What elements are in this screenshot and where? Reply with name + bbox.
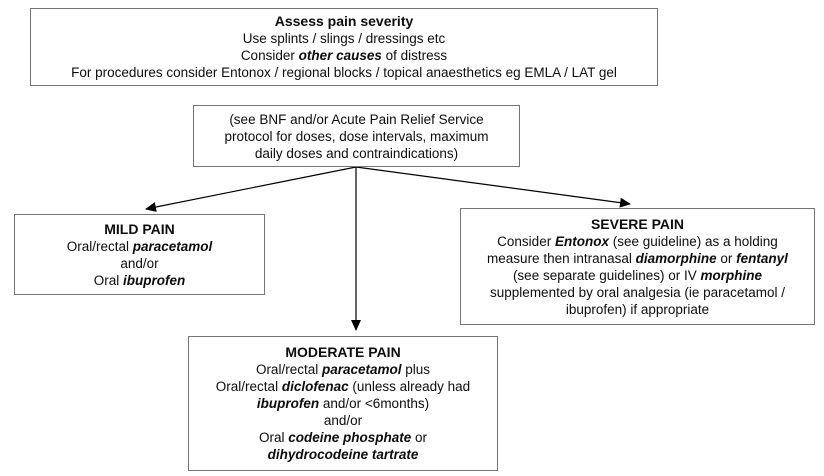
text-segment: of distress: [381, 48, 448, 63]
mild-title: MILD PAIN: [104, 220, 175, 237]
protocol-line-3: daily doses and contraindications): [254, 145, 459, 161]
mild-line-ibuprofen: Oral ibuprofen: [15, 272, 264, 289]
severe-line-1: Consider Entonox (see guideline) as a ho…: [461, 233, 814, 250]
text-segment-emphasis: ibuprofen: [123, 272, 186, 288]
text-segment-emphasis: diclofenac: [281, 379, 349, 394]
text-segment-emphasis: fentanyl: [736, 250, 788, 266]
text-segment: Consider: [497, 233, 555, 249]
assess-line-procedures: For procedures consider Entonox / region…: [71, 65, 617, 80]
text-segment: Consider: [240, 48, 299, 63]
text-segment-emphasis: ibuprofen: [256, 396, 320, 411]
severe-line-3: (see separate guidelines) or IV morphine: [461, 267, 814, 284]
text-segment: plus: [401, 362, 431, 377]
assess-line-splints: Use splints / slings / dressings etc: [242, 31, 446, 46]
moderate-line-6: dihydrocodeine tartrate: [267, 447, 419, 462]
text-segment: Oral/rectal: [255, 362, 322, 377]
mild-pain-box: MILD PAIN Oral/rectal paracetamol and/or…: [14, 214, 265, 295]
text-segment: Oral/rectal: [215, 379, 282, 394]
text-segment-emphasis: diamorphine: [635, 250, 717, 266]
text-segment-emphasis: other causes: [298, 48, 382, 63]
text-segment: or: [716, 250, 737, 266]
moderate-line-5: Oral codeine phosphate or: [189, 429, 497, 446]
text-segment: (unless already had: [348, 379, 471, 394]
severe-pain-box: SEVERE PAIN Consider Entonox (see guidel…: [460, 208, 815, 325]
text-segment-emphasis: codeine phosphate: [288, 430, 412, 445]
protocol-note-box: (see BNF and/or Acute Pain Relief Servic…: [193, 105, 520, 167]
moderate-title: MODERATE PAIN: [285, 344, 401, 360]
severe-line-5: ibuprofen) if appropriate: [565, 301, 710, 317]
severe-line-2: measure then intranasal diamorphine or f…: [461, 250, 814, 267]
protocol-line-1: (see BNF and/or Acute Pain Relief Servic…: [229, 111, 484, 127]
moderate-line-4: and/or: [323, 413, 363, 428]
text-segment: (see separate guidelines) or IV: [512, 267, 701, 283]
severe-title: SEVERE PAIN: [590, 215, 685, 232]
text-segment-emphasis: paracetamol: [132, 238, 213, 254]
assess-pain-box: Assess pain severity Use splints / sling…: [30, 8, 658, 86]
severe-line-4: supplemented by oral analgesia (ie parac…: [490, 284, 785, 300]
moderate-line-3: ibuprofen and/or <6months): [189, 395, 497, 412]
mild-line-andor: and/or: [120, 255, 159, 271]
text-segment-emphasis: morphine: [700, 267, 763, 283]
protocol-line-2: protocol for doses, dose intervals, maxi…: [224, 128, 489, 144]
text-segment: (see guideline) as a holding: [608, 233, 778, 249]
text-segment: or: [411, 430, 428, 445]
text-segment: Oral/rectal: [66, 238, 133, 254]
text-segment: Oral: [258, 430, 289, 445]
moderate-line-1: Oral/rectal paracetamol plus: [189, 361, 497, 378]
text-segment-emphasis: Entonox: [554, 233, 609, 249]
text-segment: Oral: [93, 272, 123, 288]
moderate-line-2: Oral/rectal diclofenac (unless already h…: [189, 378, 497, 395]
text-segment: measure then intranasal: [487, 250, 636, 266]
arrow-to-mild: [145, 166, 357, 212]
assess-line-causes: Consider other causes of distress: [31, 47, 657, 64]
moderate-pain-box: MODERATE PAIN Oral/rectal paracetamol pl…: [188, 336, 498, 471]
assess-title: Assess pain severity: [274, 13, 414, 29]
arrow-to-severe: [355, 166, 631, 208]
text-segment-emphasis: paracetamol: [321, 362, 402, 377]
text-segment: and/or <6months): [319, 396, 430, 411]
mild-line-paracetamol: Oral/rectal paracetamol: [15, 238, 264, 255]
